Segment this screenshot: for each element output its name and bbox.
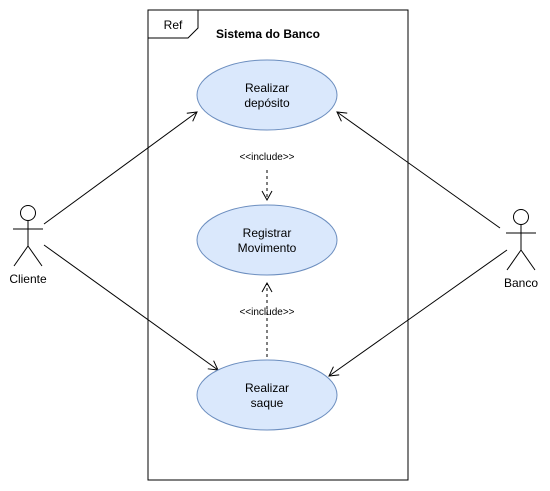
stick-figure-icon (13, 205, 43, 267)
use-case-ellipse[interactable] (196, 359, 338, 431)
stick-figure-icon (506, 209, 536, 271)
association-cliente-saque (43, 244, 219, 371)
use-case-label-line2: saque (251, 396, 284, 410)
use-case-ellipse[interactable] (196, 59, 338, 131)
use-case-label-line2: depósito (244, 96, 290, 110)
system-title: Sistema do Banco (216, 27, 320, 41)
use-case-ellipse[interactable] (196, 204, 338, 276)
use-case-deposito[interactable]: Realizar depósito (196, 59, 338, 131)
use-case-saque[interactable]: Realizar saque (196, 359, 338, 431)
association-cliente-deposito (43, 111, 198, 225)
use-case-movimento[interactable]: Registrar Movimento (196, 204, 338, 276)
frame-tag: Ref (164, 18, 183, 32)
use-case-label-line1: Realizar (245, 81, 289, 95)
actor-label: Cliente (9, 272, 47, 286)
actor-banco[interactable]: Banco (504, 209, 538, 291)
actor-label: Banco (504, 276, 538, 290)
use-case-label-line2: Movimento (238, 241, 297, 255)
frame-tag-pentagon (147, 9, 199, 39)
actor-cliente[interactable]: Cliente (9, 205, 47, 287)
association-banco-saque (328, 249, 508, 377)
include-label-top: <<include>> (239, 152, 294, 163)
association-banco-deposito (336, 111, 501, 229)
use-case-label-line1: Realizar (245, 381, 289, 395)
use-case-label-line1: Registrar (243, 226, 292, 240)
connectors (43, 111, 508, 377)
include-label-bottom: <<include>> (239, 307, 294, 318)
